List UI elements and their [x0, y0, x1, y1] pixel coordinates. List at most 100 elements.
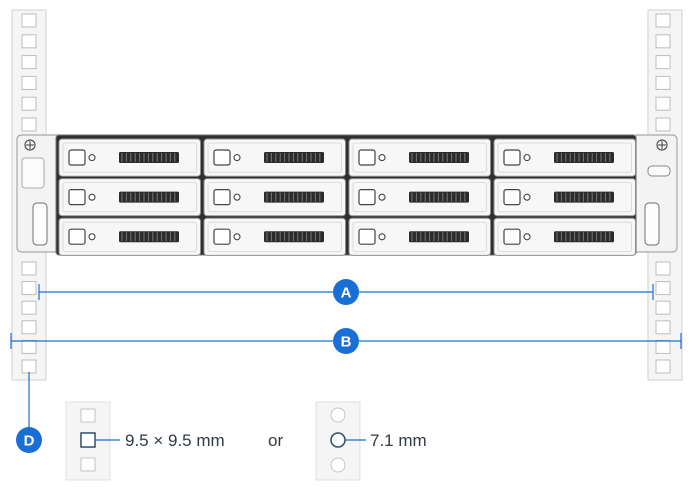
drive-tray-inner	[207, 221, 342, 252]
left-rail-hole	[21, 359, 37, 374]
drive-tray-inner	[497, 221, 632, 252]
round-hole-bottom	[330, 457, 346, 473]
tray-latch[interactable]	[213, 149, 231, 166]
callout-d-badge	[16, 427, 42, 453]
tray-vent	[119, 231, 179, 243]
left-rail-hole	[21, 339, 37, 354]
tray-lock-icon	[523, 154, 531, 162]
left-rail-hole	[21, 96, 37, 111]
square-hole-top	[80, 408, 96, 423]
tray-latch[interactable]	[68, 189, 86, 206]
tray-latch[interactable]	[358, 149, 376, 166]
right-rail-hole	[655, 261, 671, 276]
left-rail-hole	[21, 34, 37, 49]
drive-tray-inner	[352, 221, 487, 252]
drive-bay[interactable]	[348, 138, 491, 177]
left-rail-hole	[21, 300, 37, 315]
tray-lock-icon	[233, 193, 241, 201]
tray-lock-icon	[523, 193, 531, 201]
callout-d-label: D	[24, 433, 35, 450]
tray-lock-icon	[378, 154, 386, 162]
right-rail-hole	[655, 34, 671, 49]
right-rail-hole	[655, 96, 671, 111]
left-rail-hole	[21, 281, 37, 296]
right-rail-hole	[655, 359, 671, 374]
drive-bay[interactable]	[348, 217, 491, 256]
tray-lock-icon	[233, 154, 241, 162]
tray-latch[interactable]	[68, 149, 86, 166]
drive-bay[interactable]	[203, 138, 346, 177]
square-hole-highlight	[80, 432, 96, 448]
round-hole-size-label: 7.1 mm	[370, 431, 427, 450]
drive-tray-inner	[62, 221, 197, 252]
right-ear-indicator	[647, 165, 671, 177]
round-hole-top	[330, 407, 346, 423]
right-rail-hole	[655, 281, 671, 296]
left-rail-hole	[21, 13, 37, 28]
drive-bay[interactable]	[203, 178, 346, 217]
drive-bay[interactable]	[493, 178, 636, 217]
tray-lock-icon	[88, 233, 96, 241]
right-handle[interactable]	[644, 202, 660, 246]
tray-latch[interactable]	[68, 228, 86, 245]
left-handle[interactable]	[32, 202, 48, 246]
drive-bay[interactable]	[348, 178, 491, 217]
square-hole-bottom	[80, 457, 96, 472]
tray-lock-icon	[88, 154, 96, 162]
tray-latch[interactable]	[503, 189, 521, 206]
drive-tray-inner	[497, 142, 632, 173]
drive-tray-inner	[352, 182, 487, 213]
drive-tray-inner	[352, 142, 487, 173]
round-hole-detail	[315, 401, 366, 481]
left-rail-hole	[21, 117, 37, 132]
right-rail-hole	[655, 320, 671, 335]
right-rail-hole	[655, 117, 671, 132]
round-hole-highlight	[330, 432, 346, 448]
dimension-b: B	[10, 328, 682, 354]
nas-device	[16, 134, 678, 256]
drive-bay[interactable]	[58, 178, 201, 217]
left-rail-hole	[21, 55, 37, 70]
right-rail-hole	[655, 55, 671, 70]
tray-vent	[409, 191, 469, 203]
square-hole-size-label: 9.5 × 9.5 mm	[125, 431, 225, 450]
tray-vent	[264, 152, 324, 163]
tray-latch[interactable]	[503, 228, 521, 245]
drive-bay[interactable]	[58, 138, 201, 177]
square-hole-detail	[65, 401, 120, 481]
or-label: or	[268, 431, 284, 450]
tray-latch[interactable]	[358, 228, 376, 245]
drive-tray-inner	[207, 182, 342, 213]
tray-vent	[554, 152, 614, 163]
drive-tray-inner	[207, 142, 342, 173]
drive-bay-grid	[58, 138, 636, 256]
tray-vent	[264, 231, 324, 243]
tray-latch[interactable]	[358, 189, 376, 206]
tray-latch[interactable]	[213, 228, 231, 245]
tray-vent	[409, 231, 469, 243]
tray-vent	[119, 152, 179, 163]
tray-lock-icon	[88, 193, 96, 201]
drive-bay[interactable]	[203, 217, 346, 256]
dimension-b-badge	[333, 328, 359, 354]
drive-bay[interactable]	[58, 217, 201, 256]
tray-lock-icon	[523, 233, 531, 241]
right-rail-hole	[655, 75, 671, 90]
left-rail-hole	[21, 75, 37, 90]
tray-vent	[264, 191, 324, 203]
dimension-b-label: B	[341, 334, 352, 351]
drive-bay[interactable]	[493, 138, 636, 177]
dimension-a-label: A	[341, 285, 352, 302]
drive-bay[interactable]	[493, 217, 636, 256]
tray-latch[interactable]	[503, 149, 521, 166]
drive-tray-inner	[62, 182, 197, 213]
dimension-a: A	[38, 279, 654, 305]
tray-lock-icon	[378, 233, 386, 241]
tray-vent	[554, 231, 614, 243]
tray-vent	[119, 191, 179, 203]
tray-vent	[554, 191, 614, 203]
right-rail-hole	[655, 300, 671, 315]
tray-latch[interactable]	[213, 189, 231, 206]
tray-lock-icon	[378, 193, 386, 201]
